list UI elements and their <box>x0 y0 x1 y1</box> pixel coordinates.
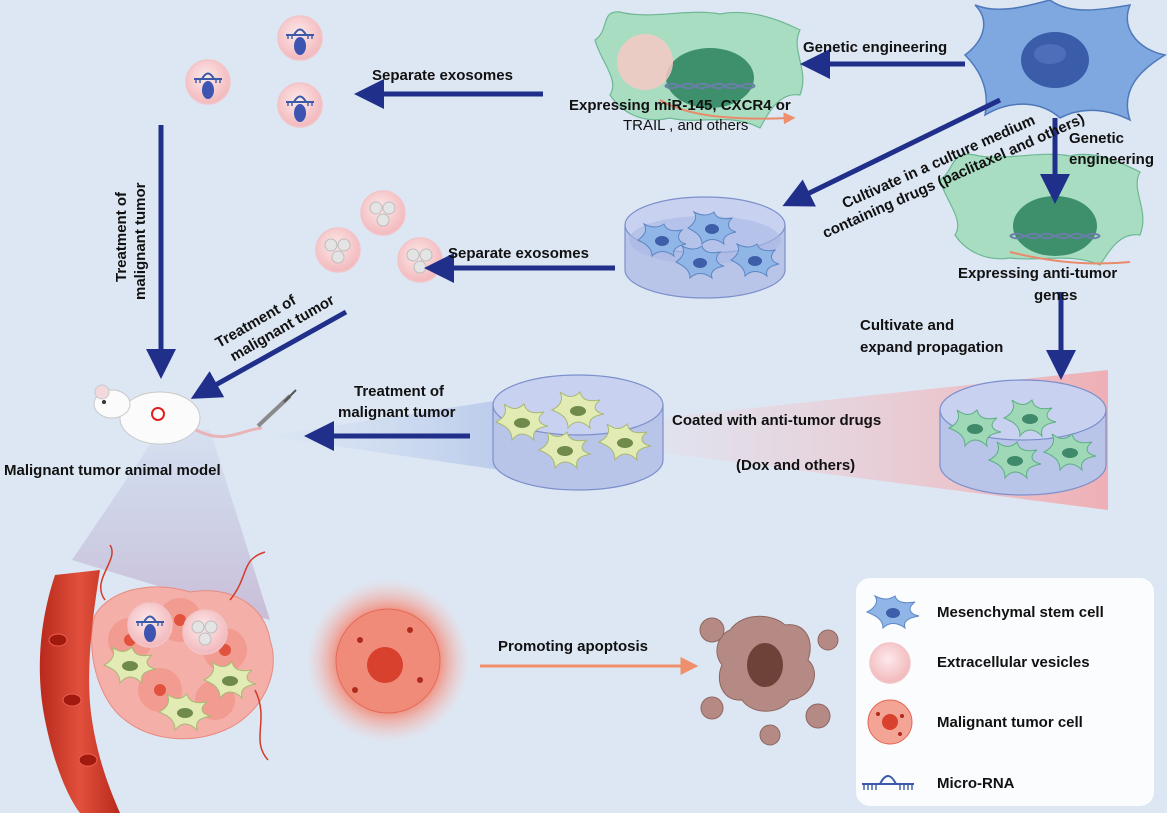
tumor-cell-glow <box>306 579 470 743</box>
label-expressing-line1: Expressing miR-145, CXCR4 or <box>569 97 791 114</box>
label-genetic-engineering-top: Genetic engineering <box>803 39 948 56</box>
label-cultivate-expand-2: expand propagation <box>860 339 1004 356</box>
culture-dish-engineered <box>939 379 1107 496</box>
label-treatment-bottom-1: Treatment of <box>354 383 445 400</box>
legend-label-msc: Mesenchymal stem cell <box>937 604 1104 621</box>
label-genetic-right-2: engineering <box>1069 151 1155 168</box>
label-treatment-left-block: Treatment of malignant tumor <box>112 120 150 300</box>
label-separate-exosomes-mid: Separate exosomes <box>448 245 589 262</box>
culture-dish-coated <box>492 374 664 491</box>
legend-label-micro-rna: Micro-RNA <box>937 775 1015 792</box>
flow-arrows <box>146 49 1076 451</box>
culture-dish-drugs <box>624 196 786 299</box>
mesenchymal-stem-cell-source <box>963 0 1167 122</box>
legend-label-vesicles: Extracellular vesicles <box>937 654 1090 671</box>
label-treatment-left-2: malignant tumor <box>132 182 149 300</box>
label-separate-exosomes-top: Separate exosomes <box>372 67 513 84</box>
magnification-cone <box>72 430 270 620</box>
label-treatment-left-1: Treatment of <box>113 191 130 282</box>
engineered-cell-top <box>594 11 804 129</box>
label-expressing-line2: TRAIL , and others <box>623 117 749 134</box>
label-dox-others: (Dox and others) <box>736 457 856 474</box>
apoptotic-cell <box>699 615 839 746</box>
blood-vessel <box>39 570 120 813</box>
label-animal-model: Malignant tumor animal model <box>4 462 221 479</box>
arrow-cultivate-medium <box>782 97 1002 207</box>
mouse-model <box>93 384 297 445</box>
label-treatment-bottom-2: malignant tumor <box>338 404 456 421</box>
tumor-tissue <box>91 544 274 761</box>
arrow-treatment-diagonal <box>190 309 348 399</box>
exosome-group-rna <box>185 15 323 128</box>
label-expressing-antitumor-2: genes <box>1034 287 1078 304</box>
label-promoting-apoptosis: Promoting apoptosis <box>498 638 648 655</box>
label-genetic-right-1: Genetic <box>1069 130 1125 147</box>
label-expressing-antitumor-1: Expressing anti-tumor <box>958 265 1118 282</box>
engineered-cell-right <box>939 153 1144 266</box>
legend-label-tumor-cell: Malignant tumor cell <box>937 714 1083 731</box>
label-coated-drugs: Coated with anti-tumor drugs <box>672 412 882 429</box>
label-cultivate-expand-1: Cultivate and <box>860 317 955 334</box>
